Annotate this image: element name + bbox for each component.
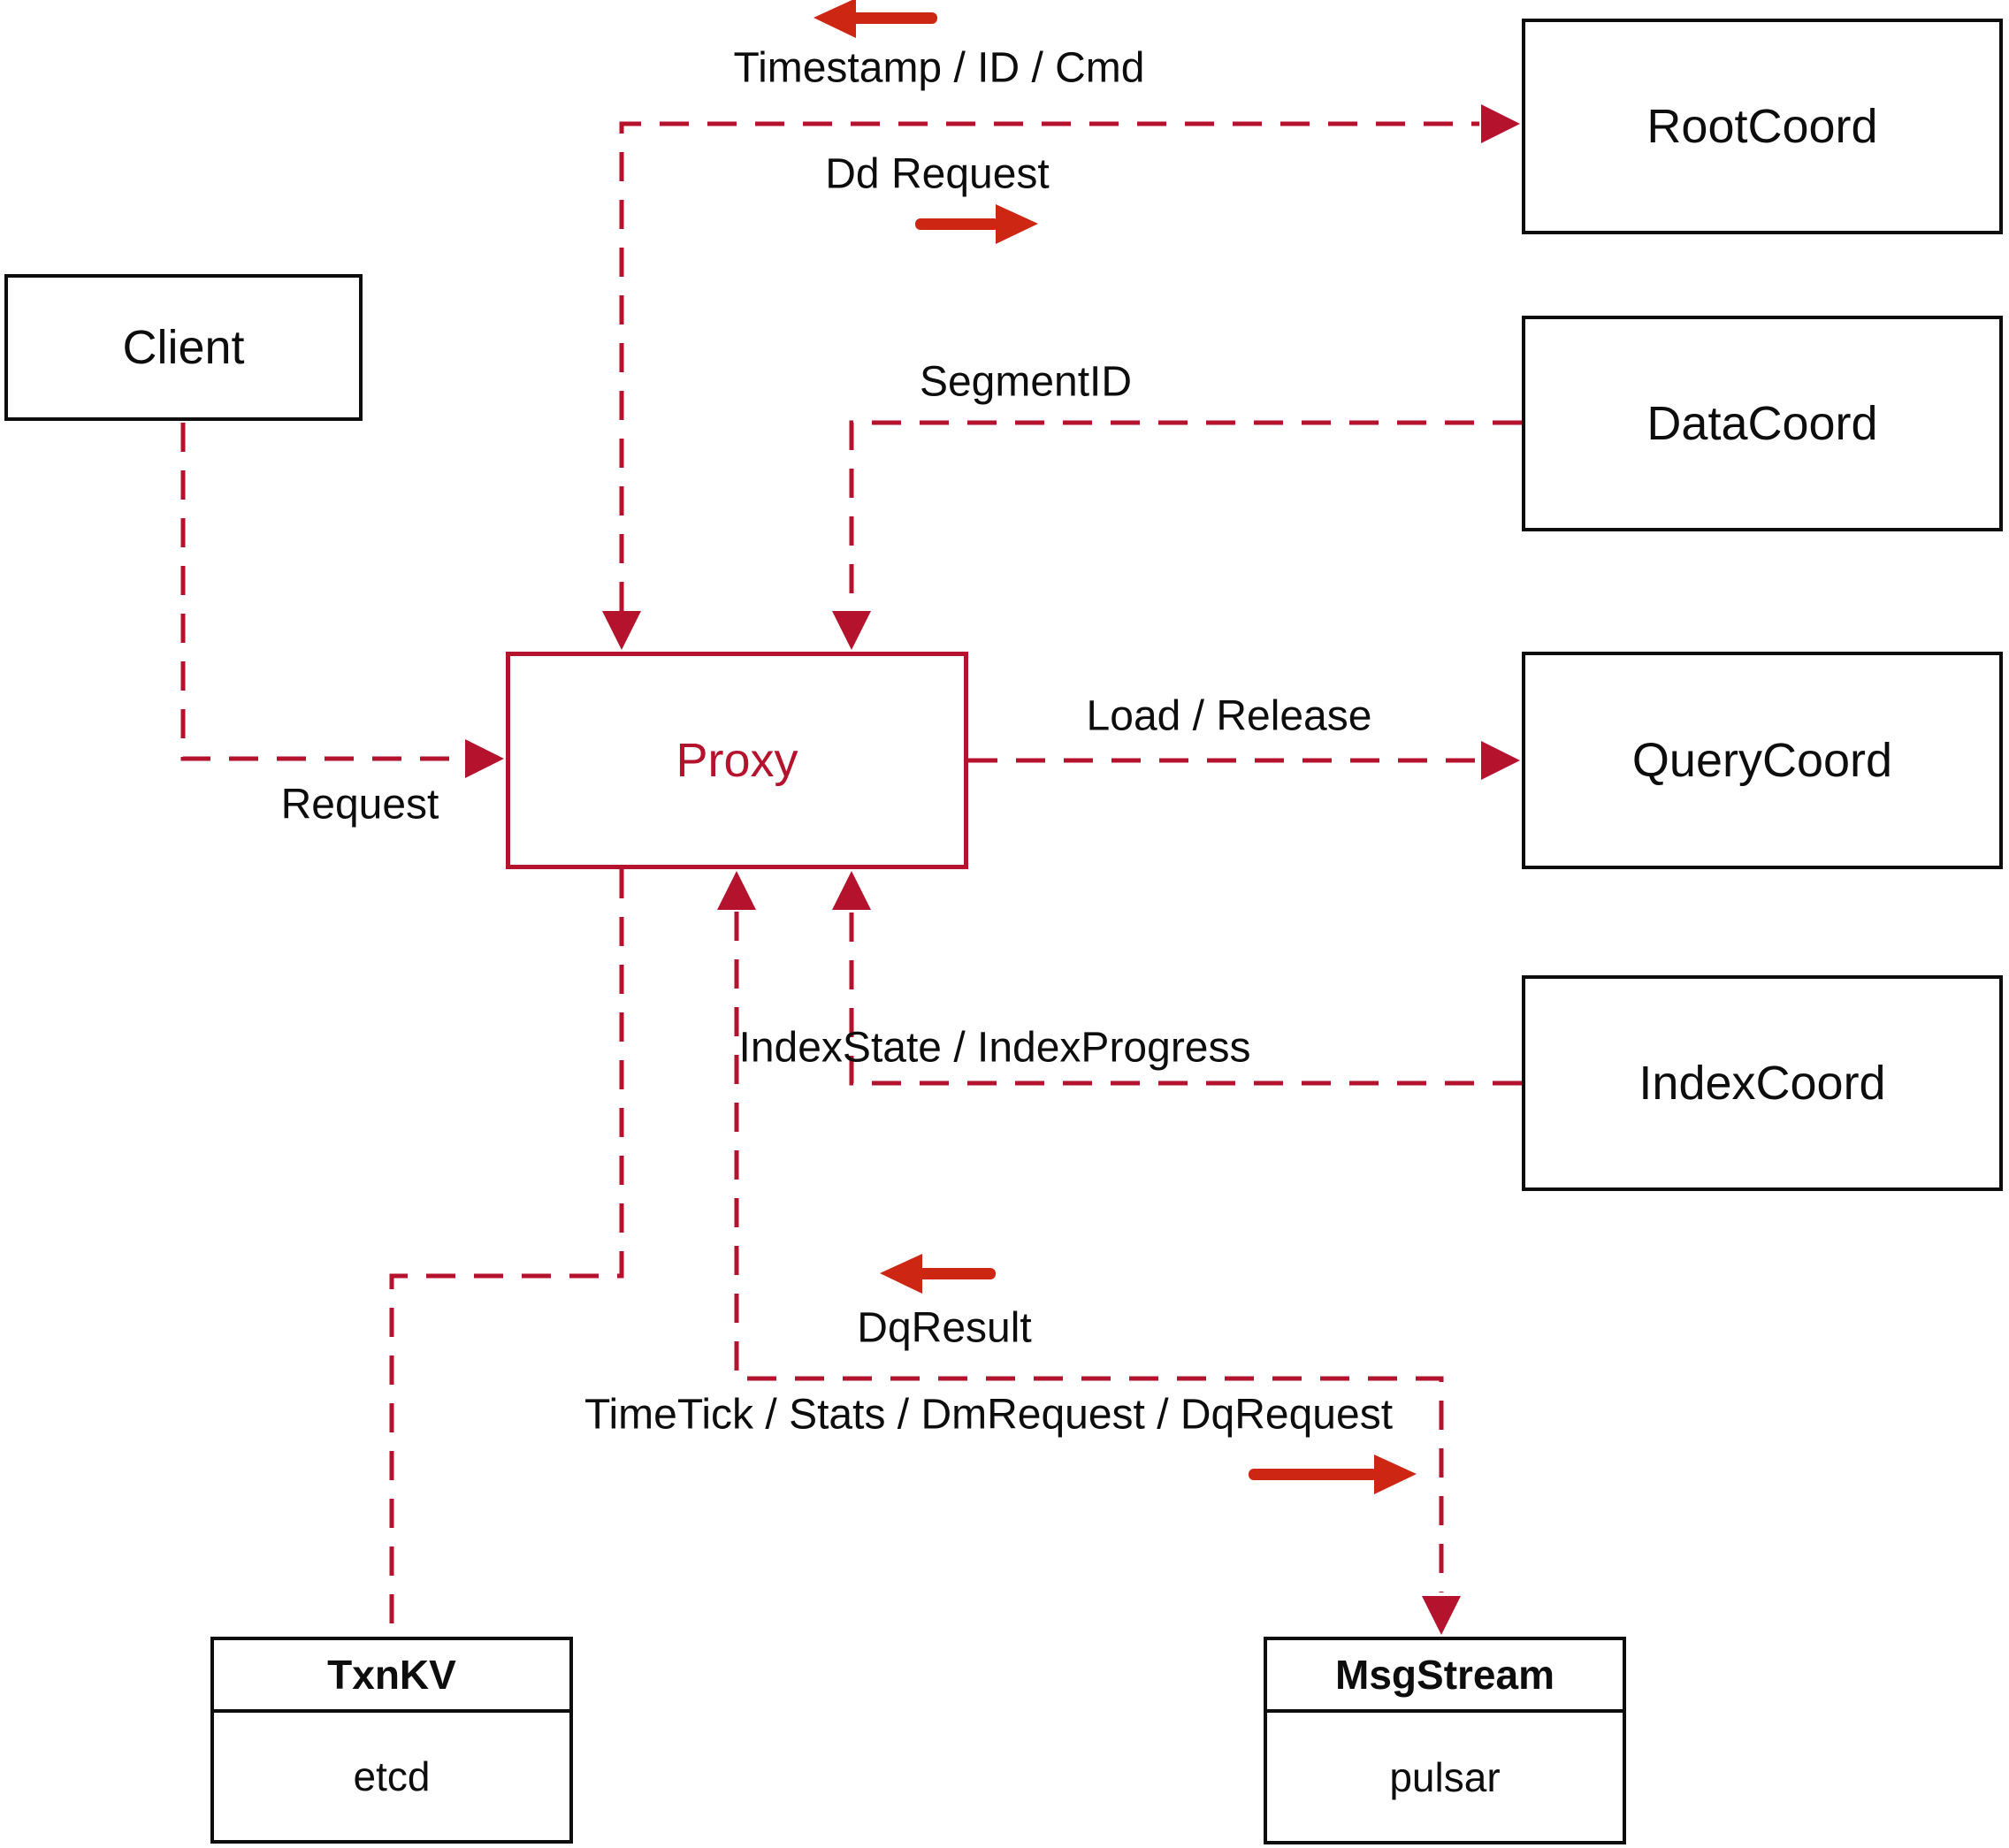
node-rootcoord-label: RootCoord	[1646, 100, 1878, 153]
arrowhead-into-rootcoord	[1481, 104, 1520, 143]
edge-label-dd-request: Dd Request	[825, 150, 1050, 198]
left-arrow-timestamp-icon	[814, 0, 937, 38]
node-client-label: Client	[122, 321, 245, 374]
arrowhead-into-proxy-bottom-left	[717, 871, 756, 910]
edge-indexcoord-proxy	[849, 912, 1522, 1086]
node-rootcoord: RootCoord	[1522, 19, 2003, 234]
node-datacoord-label: DataCoord	[1646, 397, 1878, 450]
arrowhead-into-proxy-left	[465, 739, 504, 778]
left-arrow-dq-result-icon	[880, 1254, 996, 1294]
arrowhead-into-proxy-top-left	[602, 611, 641, 650]
right-arrow-dd-request-icon	[915, 204, 1038, 244]
arrowhead-into-proxy-bottom-right	[832, 871, 871, 910]
node-proxy: Proxy	[506, 652, 968, 869]
txnkv-impl: etcd	[353, 1753, 431, 1799]
edge-label-timestamp-id-cmd: Timestamp / ID / Cmd	[733, 44, 1145, 92]
node-datacoord: DataCoord	[1522, 316, 2003, 531]
node-proxy-label: Proxy	[676, 734, 798, 787]
edge-label-dq-result: DqResult	[857, 1304, 1032, 1352]
node-querycoord-label: QueryCoord	[1631, 734, 1893, 787]
edge-proxy-txnkv	[389, 869, 624, 1635]
msgstream-impl: pulsar	[1389, 1753, 1501, 1800]
edge-datacoord-proxy	[849, 420, 1522, 609]
arrowhead-into-msgstream	[1422, 1596, 1461, 1635]
node-msgstream: MsgStream pulsar	[1264, 1637, 1626, 1844]
arrowhead-into-querycoord	[1481, 741, 1520, 780]
node-indexcoord-label: IndexCoord	[1639, 1057, 1886, 1110]
edge-label-segment-id: SegmentID	[919, 358, 1133, 406]
edge-label-timetick: TimeTick / Stats / DmRequest / DqRequest	[584, 1391, 1394, 1439]
right-arrow-timetick-icon	[1249, 1455, 1417, 1494]
node-txnkv: TxnKV etcd	[210, 1637, 573, 1844]
edge-client-proxy	[180, 423, 462, 761]
edge-label-load-release: Load / Release	[1086, 692, 1372, 740]
msgstream-title: MsgStream	[1267, 1640, 1623, 1713]
arrowhead-into-proxy-top-right	[832, 611, 871, 650]
txnkv-title: TxnKV	[214, 1640, 569, 1713]
node-indexcoord: IndexCoord	[1522, 975, 2003, 1191]
edge-proxy-rootcoord	[619, 121, 1479, 611]
node-querycoord: QueryCoord	[1522, 652, 2003, 869]
edge-label-request: Request	[280, 781, 439, 829]
node-client: Client	[4, 274, 363, 421]
edge-proxy-msgstream	[734, 912, 1444, 1592]
edge-label-index-state: IndexState / IndexProgress	[738, 1024, 1251, 1072]
